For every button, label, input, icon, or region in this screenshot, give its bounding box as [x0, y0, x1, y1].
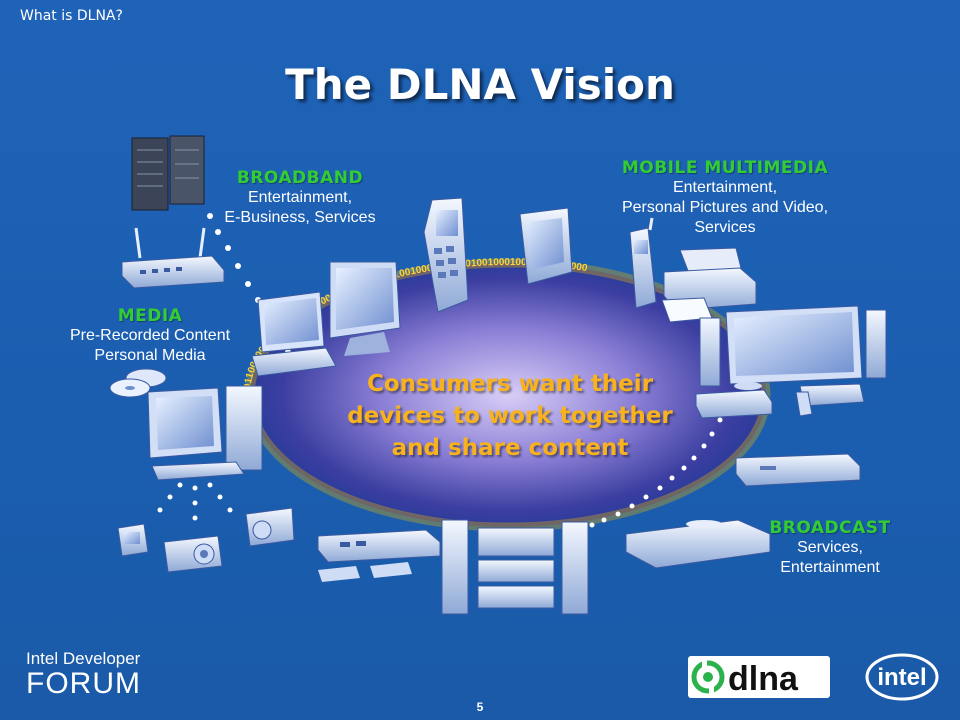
idf-line-1: Intel Developer: [26, 649, 141, 668]
center-line-3: and share content: [391, 435, 629, 461]
slide-title: The DLNA Vision: [285, 60, 675, 109]
desktop-pc-icon: [147, 385, 263, 481]
remote-control-icon: [795, 383, 865, 417]
stereo-system-icon: [441, 519, 589, 615]
cd-discs-icon: [109, 368, 167, 398]
dlna-logo-text: dlna: [728, 660, 799, 698]
intel-logo: intel: [865, 653, 939, 701]
center-message: Consumers want their devices to work tog…: [300, 368, 720, 464]
dlna-logo-bg: [688, 656, 830, 698]
center-line-1: Consumers want their: [366, 371, 654, 397]
intel-logo-text: intel: [877, 664, 926, 691]
dvd-player-icon: [695, 382, 773, 419]
intel-swoosh-icon: [865, 653, 939, 701]
page-number: 5: [476, 700, 484, 714]
server-rack-icon: [131, 135, 205, 211]
broadband-heading: BROADBAND: [236, 168, 364, 188]
vcr-icon: [317, 529, 441, 582]
video-camera-icon: [245, 507, 295, 547]
media-line-1: Pre-Recorded Content: [69, 327, 231, 344]
flat-tv-icon: [699, 305, 887, 387]
idf-line-2: FORUM: [26, 667, 141, 700]
set-top-box-icon: [735, 453, 861, 487]
pda-icon: [519, 207, 573, 285]
segment-broadcast: BROADCAST Services, Entertainment: [750, 518, 910, 578]
segment-broadband: BROADBAND Entertainment, E-Business, Ser…: [200, 168, 400, 228]
mobile-heading: MOBILE MULTIMEDIA: [621, 158, 829, 178]
mobile-line-3: Services: [694, 219, 756, 236]
monitor-icon: [329, 261, 401, 356]
broadband-line-1: Entertainment,: [247, 189, 353, 206]
printer-icon: [661, 247, 757, 323]
cordless-phone-icon: [629, 217, 657, 309]
laptop-icon: [251, 291, 337, 377]
center-line-2: devices to work together: [347, 403, 673, 429]
router-icon: [121, 227, 225, 289]
intel-developer-forum-logo: Intel Developer FORUM: [26, 650, 141, 700]
mobile-line-2: Personal Pictures and Video,: [621, 199, 829, 216]
broadcast-heading: BROADCAST: [769, 518, 891, 538]
dlna-logo: dlna: [688, 656, 830, 698]
broadband-line-2: E-Business, Services: [224, 209, 376, 226]
broadcast-line-1: Services,: [797, 539, 863, 556]
media-line-2: Personal Media: [94, 347, 206, 364]
segment-mobile-multimedia: MOBILE MULTIMEDIA Entertainment, Persona…: [590, 158, 860, 238]
media-heading: MEDIA: [117, 306, 183, 326]
segment-media: MEDIA Pre-Recorded Content Personal Medi…: [50, 306, 250, 366]
camcorder-icon: [163, 535, 223, 573]
mobile-line-1: Entertainment,: [672, 179, 778, 196]
mobile-phone-icon: [423, 197, 469, 313]
broadcast-receiver-icon: [625, 519, 771, 569]
breadcrumb: What is DLNA?: [20, 8, 123, 24]
broadcast-line-2: Entertainment: [780, 559, 880, 576]
dlna-swirl-icon: [691, 660, 725, 694]
digital-camera-icon: [117, 523, 149, 557]
